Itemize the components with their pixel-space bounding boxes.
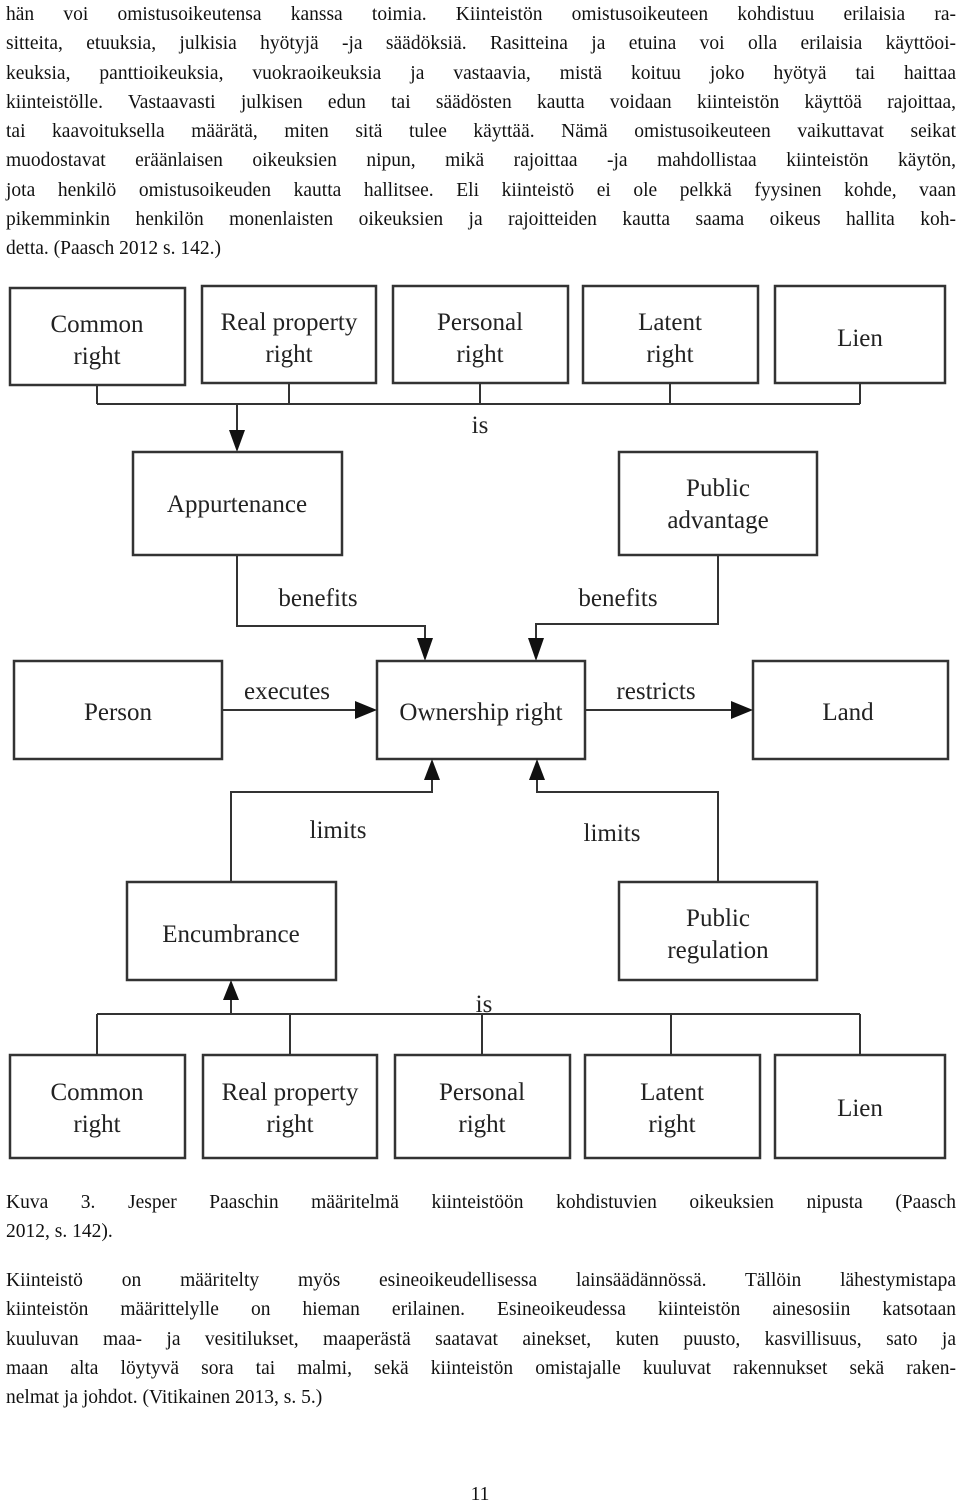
box-latent-right-bottom <box>583 1053 762 1160</box>
body-paragraph-top: hän voi omistusoikeutensa kanssa toimia.… <box>6 0 956 264</box>
arrow-head <box>424 759 440 780</box>
bottom-row-boxes: Common right Real property right Persona… <box>8 1053 947 1160</box>
relation-label-restricts: restricts <box>616 678 695 705</box>
box-label: right <box>73 343 120 370</box>
box-label: Common <box>50 311 144 338</box>
box-label: right <box>266 1111 313 1138</box>
text-line: nelmat ja johdot. (Vitikainen 2013, s. 5… <box>6 1387 323 1409</box>
text-line: jota henkilö omistusoikeuden kautta hall… <box>6 179 956 201</box>
rights-bundle-diagram: Common right Real property right Persona… <box>8 284 950 1160</box>
caption-line: Kuva 3. Jesper Paaschin määritelmä kiint… <box>6 1192 956 1213</box>
box-label: Land <box>822 699 874 726</box>
box-land <box>751 659 950 761</box>
relation-label-is: is <box>472 412 489 439</box>
text-line: Kiinteistö on määritelty myös esineoikeu… <box>6 1270 956 1291</box>
box-person <box>12 659 224 761</box>
box-label: Latent <box>640 1079 704 1106</box>
box-personal-right-bottom <box>393 1053 572 1160</box>
box-encumbrance <box>125 880 338 982</box>
text-line: kiinteistölle. Vastaavasti julkisen edun… <box>6 91 956 113</box>
arrow-head <box>417 638 433 661</box>
arrow-head <box>223 980 239 1000</box>
box-label: right <box>73 1111 120 1138</box>
box-label: advantage <box>667 507 768 534</box>
box-public-advantage <box>617 450 819 557</box>
box-label: Public <box>686 905 750 932</box>
text-line: keuksia, panttioikeuksia, vuokraoikeuksi… <box>6 62 956 84</box>
box-label: Ownership right <box>399 699 562 726</box>
arrow-head <box>731 701 753 719</box>
relation-label-limits: limits <box>584 820 641 847</box>
text-line: kiinteistön määrittelylle on hieman eril… <box>6 1299 956 1321</box>
box-label: Personal <box>437 309 523 336</box>
text-line: tai kaavoituksella määrätä, miten sitä t… <box>6 121 956 143</box>
box-common-right-bottom <box>8 1053 187 1160</box>
box-label: Lien <box>837 325 883 352</box>
box-label: Common <box>50 1079 144 1106</box>
arrow-head <box>355 701 377 719</box>
bottom-bus-connector <box>96 1013 861 1055</box>
text-line: muodostavat eräänlaisen oikeuksien nipun… <box>6 150 956 172</box>
box-latent-right-top <box>581 284 760 385</box>
box-label: Real property <box>221 309 358 336</box>
box-label: Latent <box>638 309 702 336</box>
box-real-property-right-bottom <box>201 1053 379 1160</box>
box-label: Real property <box>222 1079 359 1106</box>
caption-line: 2012, s. 142). <box>6 1221 113 1243</box>
text-line: pikemminkin henkilön monenlaisten oikeuk… <box>6 209 956 231</box>
box-label: right <box>646 341 693 368</box>
text-line: sitteita, etuuksia, julkisia hyötyjä -ja… <box>6 33 956 55</box>
top-row-boxes: Common right Real property right Persona… <box>8 284 947 387</box>
text-line: detta. (Paasch 2012 s. 142.) <box>6 238 221 260</box>
box-ownership-right <box>375 659 587 761</box>
box-label: Personal <box>439 1079 525 1106</box>
box-label: Public <box>686 475 750 502</box>
box-public-regulation <box>617 880 819 982</box>
box-appurtenance <box>131 450 344 557</box>
box-label: regulation <box>667 937 769 964</box>
box-personal-right-top <box>391 284 570 385</box>
box-lien-bottom <box>773 1053 947 1160</box>
box-label: right <box>456 341 503 368</box>
page-number: 11 <box>470 1484 490 1505</box>
text-line: maan alta löytyvä sora tai malmi, sekä k… <box>6 1357 956 1379</box>
arrow-head <box>528 638 544 661</box>
box-label: Lien <box>837 1095 883 1122</box>
box-common-right-top <box>8 286 187 387</box>
text-line: hän voi omistusoikeutensa kanssa toimia.… <box>6 4 956 25</box>
box-label: right <box>265 341 312 368</box>
arrow-head <box>229 430 245 452</box>
relation-label-is: is <box>476 991 493 1018</box>
box-label: right <box>458 1111 505 1138</box>
text-line: kuuluvan maa- ja vesitilukset, maaperäst… <box>6 1328 956 1350</box>
relation-label-limits: limits <box>310 817 367 844</box>
top-bus-connector <box>96 383 861 452</box>
relation-label-executes: executes <box>244 678 330 705</box>
box-label: Appurtenance <box>167 491 307 518</box>
figure-caption: Kuva 3. Jesper Paaschin määritelmä kiint… <box>6 1188 956 1247</box>
box-real-property-right-top <box>200 284 378 385</box>
body-paragraph-bottom: Kiinteistö on määritelty myös esineoikeu… <box>6 1266 956 1412</box>
relation-label-benefits: benefits <box>578 585 657 612</box>
box-label: Encumbrance <box>162 921 299 948</box>
box-label: right <box>648 1111 695 1138</box>
arrow-head <box>529 759 545 780</box>
relation-label-benefits: benefits <box>278 585 357 612</box>
box-label: Person <box>84 699 153 726</box>
